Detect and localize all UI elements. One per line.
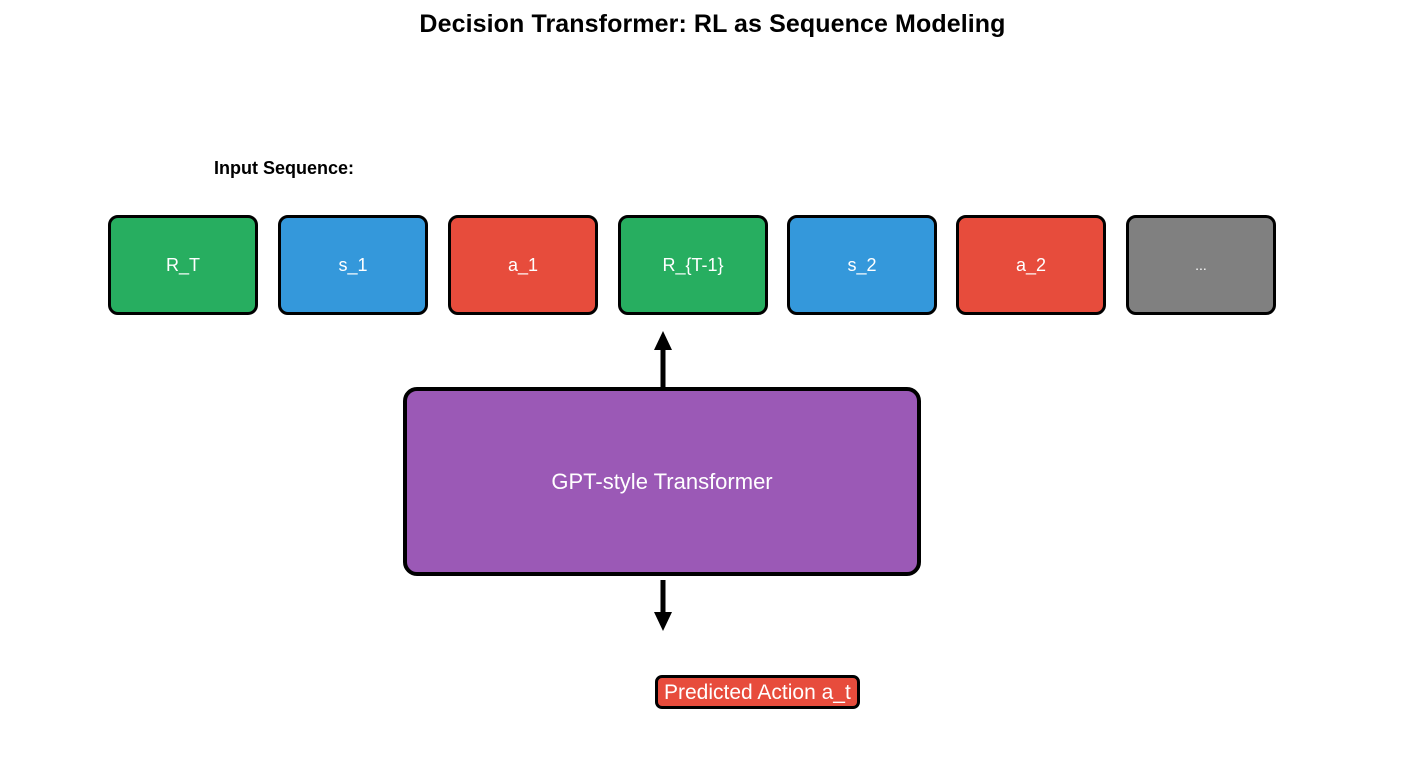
arrow-down-icon [654, 580, 672, 631]
input-sequence-label: Input Sequence: [214, 158, 355, 178]
token-label: s_2 [847, 255, 877, 275]
arrow-up-icon [654, 331, 672, 388]
token-label: a_1 [507, 255, 539, 275]
gpt-transformer-block[interactable]: GPT-style Transformer [403, 387, 921, 576]
token-box-state-1[interactable]: s_1 [278, 215, 428, 315]
token-box-return-to-go-1[interactable]: R_T [108, 215, 258, 315]
token-label: a_2 [1015, 255, 1047, 275]
token-box-action-1[interactable]: a_1 [448, 215, 598, 315]
page-title: Decision Transformer: RL as Sequence Mod… [419, 10, 1006, 38]
token-box-return-to-go-2[interactable]: R_{T-1} [618, 215, 768, 315]
predicted-action-label: Predicted Action a_t [664, 680, 851, 704]
token-box-action-2[interactable]: a_2 [956, 215, 1106, 315]
predicted-action-box[interactable]: Predicted Action a_t [655, 675, 860, 709]
token-label: ... [1195, 257, 1207, 273]
token-box-continuation[interactable]: ... [1126, 215, 1276, 315]
gpt-transformer-label: GPT-style Transformer [551, 468, 773, 494]
token-label: R_{T-1} [662, 255, 724, 275]
token-label: s_1 [338, 255, 368, 275]
input-sequence-row: R_T s_1 a_1 R_{T-1} s_2 a_2 ... [108, 215, 1288, 316]
token-box-state-2[interactable]: s_2 [787, 215, 937, 315]
token-label: R_T [165, 255, 200, 275]
